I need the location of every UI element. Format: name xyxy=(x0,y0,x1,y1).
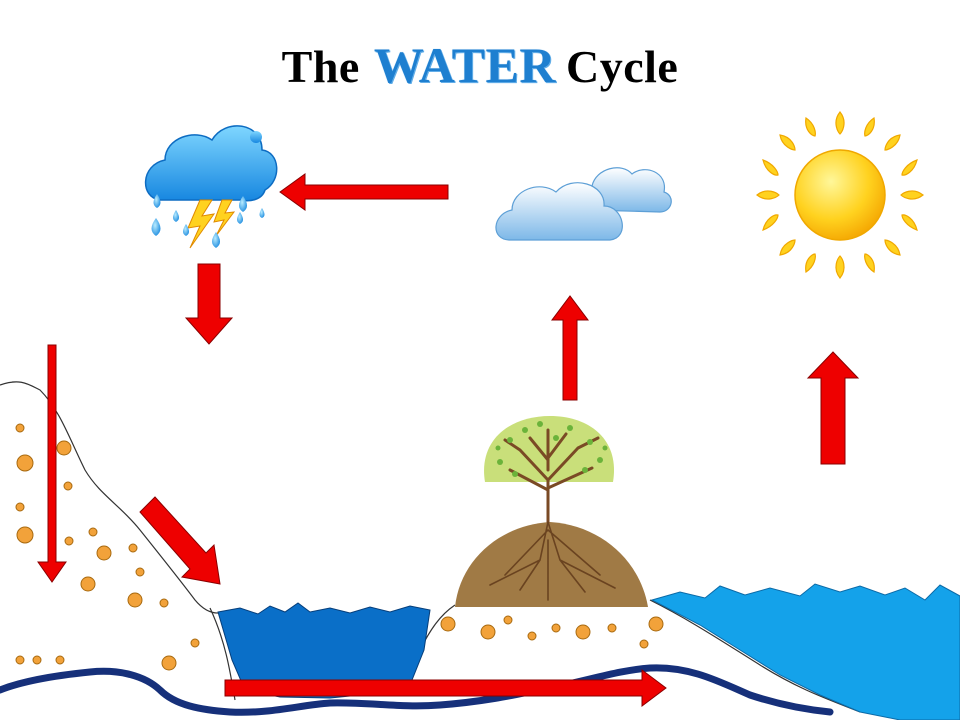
sun-icon xyxy=(756,111,924,279)
sea xyxy=(650,583,960,720)
hill-pebbles xyxy=(15,423,200,671)
lake xyxy=(217,602,431,699)
tree-icon xyxy=(455,416,648,607)
arrow-down-precipitation xyxy=(184,263,234,345)
title-prefix: The xyxy=(281,41,360,92)
arrow-up-evaporation xyxy=(806,351,860,465)
arrows xyxy=(37,173,860,707)
rain-cloud-lightning-icon xyxy=(144,125,278,249)
arrow-diagonal-runoff xyxy=(139,496,221,585)
title-highlight-water: WATER xyxy=(373,37,556,93)
soil-pebbles xyxy=(440,615,664,649)
groundwater-line xyxy=(0,664,834,716)
arrow-up-transpiration xyxy=(551,295,589,401)
arrow-left-condensation xyxy=(279,173,449,211)
arrow-down-infiltration xyxy=(37,344,67,583)
title-suffix: Cycle xyxy=(566,41,679,92)
arrow-right-groundwater-flow xyxy=(224,669,667,707)
cloud-icon xyxy=(495,167,672,241)
